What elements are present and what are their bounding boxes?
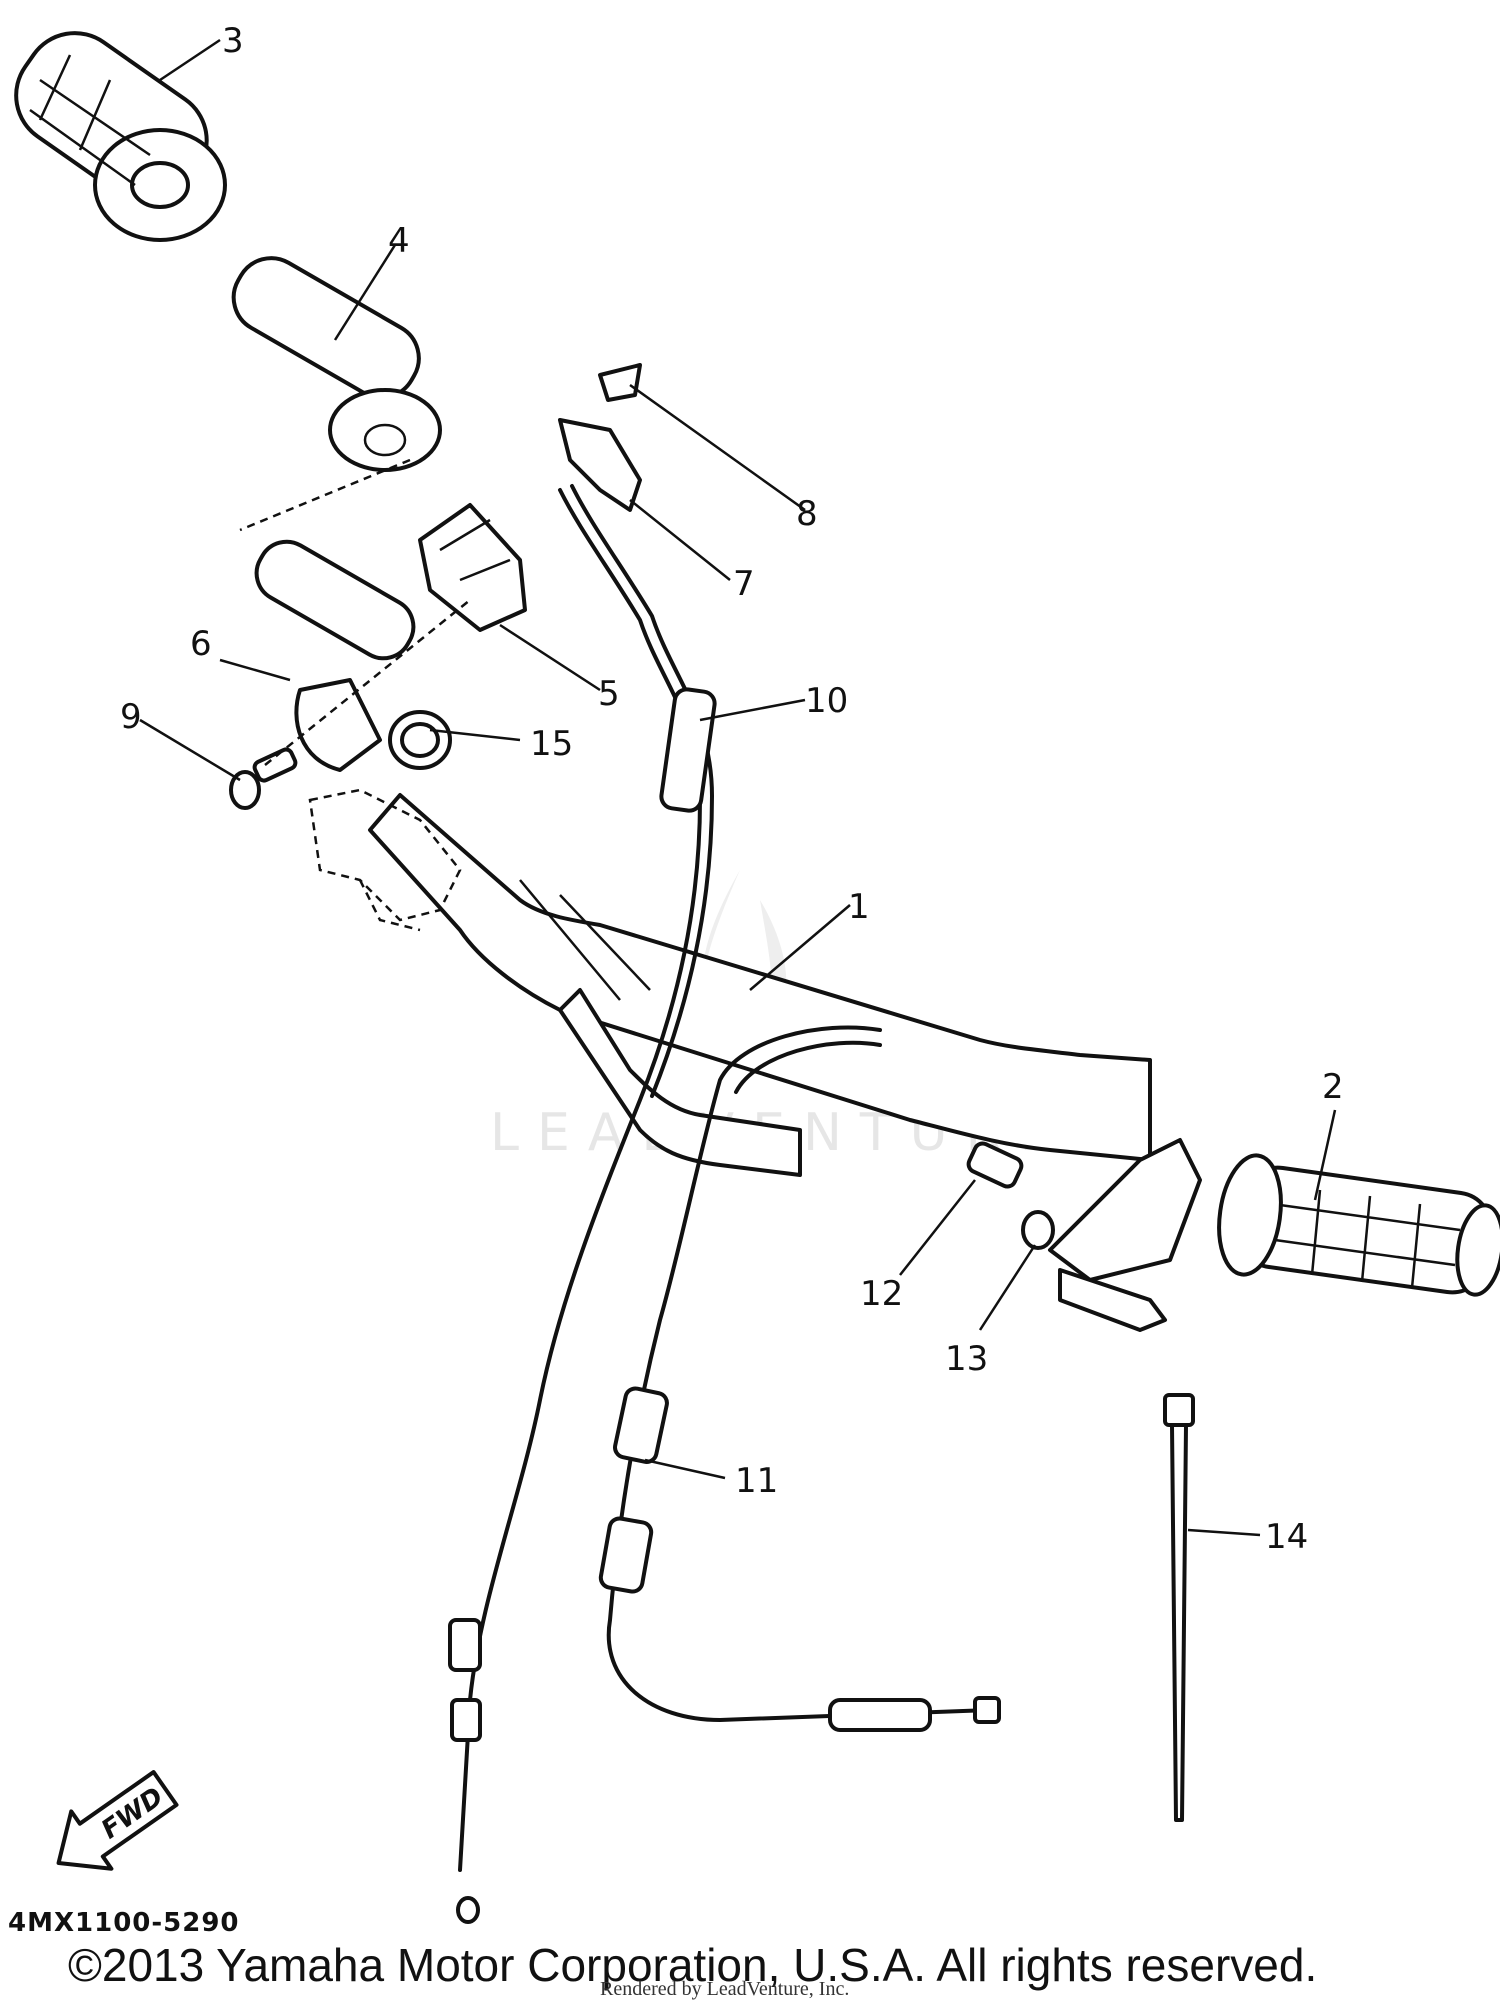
callout-1: 1 <box>848 887 870 927</box>
throttle-housing-part-5[interactable] <box>418 503 527 632</box>
clutch-cable-part-11[interactable] <box>598 1025 1001 1732</box>
callout-labels: 1 2 3 4 5 6 7 8 9 10 11 12 13 14 15 <box>120 21 1344 1557</box>
callout-14: 14 <box>1265 1517 1308 1557</box>
callout-12: 12 <box>860 1274 903 1314</box>
callout-6: 6 <box>190 624 212 664</box>
right-grip-part-2[interactable] <box>1212 1151 1500 1297</box>
copyright-notice: ©2013 Yamaha Motor Corporation, U.S.A. A… <box>68 1939 1318 1991</box>
callout-3: 3 <box>222 21 244 61</box>
leader-lines <box>139 38 1337 1537</box>
nut-part-13[interactable] <box>1021 1210 1055 1250</box>
handlebar-part-1[interactable] <box>368 793 1152 1177</box>
callout-2: 2 <box>1322 1067 1344 1107</box>
cable-tie-part-14[interactable] <box>1163 1393 1195 1822</box>
rendered-by-credit: Rendered by LeadVenture, Inc. <box>600 1978 850 2000</box>
callout-8: 8 <box>796 494 818 534</box>
adjuster-part-12[interactable] <box>966 1141 1024 1189</box>
callout-11: 11 <box>735 1461 778 1501</box>
diagram-code: 4MX1100-5290 <box>8 1908 240 1938</box>
callout-15: 15 <box>530 724 573 764</box>
throttle-tube-part-4[interactable] <box>221 245 442 532</box>
throttle-cable-part-10[interactable] <box>448 484 717 1924</box>
lever-bracket-part-7[interactable] <box>558 418 642 512</box>
fwd-arrow-icon: FWD <box>56 1770 179 1871</box>
callout-5: 5 <box>598 674 620 714</box>
screw-part-9[interactable] <box>229 599 471 810</box>
callout-7: 7 <box>733 564 755 604</box>
callout-13: 13 <box>945 1339 988 1379</box>
screw-part-8[interactable] <box>598 363 642 402</box>
left-grip-part-3[interactable] <box>0 13 227 242</box>
callout-9: 9 <box>120 697 142 737</box>
collar-part-15[interactable] <box>400 722 440 758</box>
clutch-lever <box>1048 1138 1202 1332</box>
callout-4: 4 <box>388 221 410 261</box>
callout-10: 10 <box>805 681 848 721</box>
watermark-flame-icon <box>702 870 787 1040</box>
